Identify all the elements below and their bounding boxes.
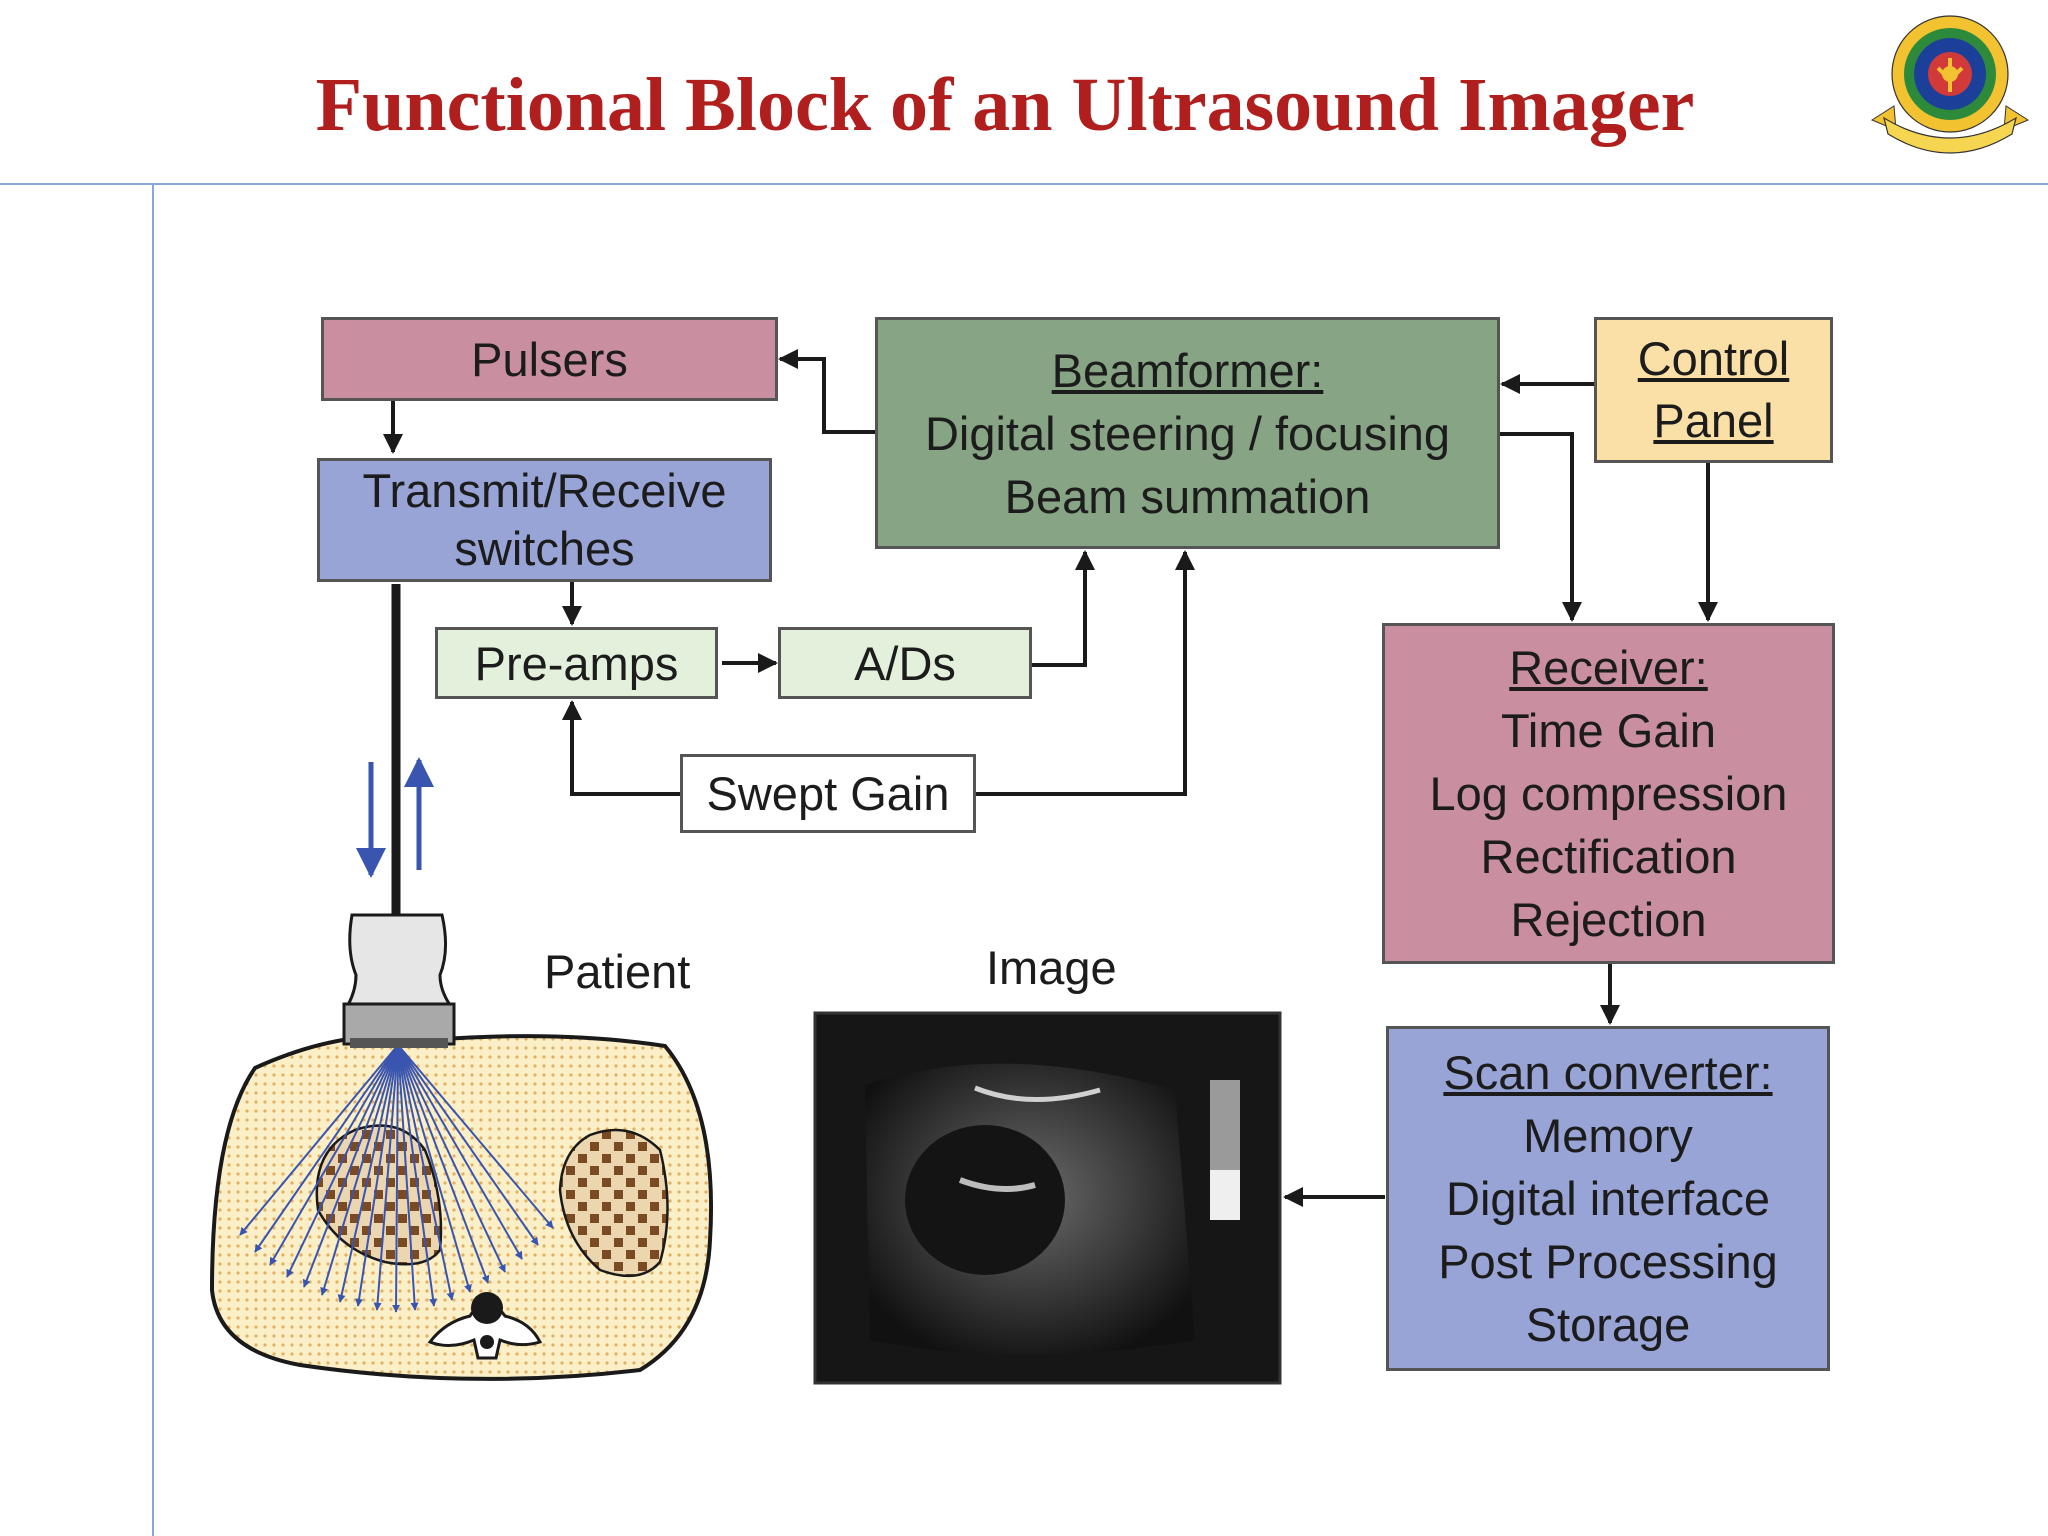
beam-fan	[239, 1044, 554, 1313]
transmit-receive-block: Transmit/Receive switches	[317, 458, 772, 582]
ads-block: A/Ds	[778, 627, 1032, 699]
scan-heading: Scan converter:	[1443, 1046, 1773, 1099]
receiver-line-2: Log compression	[1429, 767, 1788, 820]
slide-title: Functional Block of an Ultrasound Imager	[315, 63, 1695, 147]
receiver-heading: Receiver:	[1509, 641, 1708, 694]
preamps-label: Pre-amps	[474, 636, 679, 690]
organ-right	[558, 1128, 669, 1278]
scan-converter-block: Scan converter: Memory Digital interface…	[1386, 1026, 1830, 1371]
arrow-beamformer-to-pulsers	[778, 349, 877, 434]
ultrasound-image	[813, 1011, 1282, 1385]
scan-line-1: Memory	[1523, 1109, 1693, 1162]
receiver-line-1: Time Gain	[1500, 704, 1717, 757]
vertebra-icon	[427, 1292, 543, 1360]
receiver-block: Receiver: Time Gain Log compression Rect…	[1382, 623, 1835, 964]
control-panel-block: Control Panel	[1594, 317, 1833, 463]
transducer-probe-icon	[342, 913, 456, 1048]
arrow-beamformer-to-receiver	[1497, 432, 1582, 622]
control-line-1: Control	[1637, 332, 1790, 385]
receiver-line-4: Rejection	[1510, 893, 1707, 946]
header-divider	[0, 183, 2048, 185]
swept-gain-label: Swept Gain	[706, 767, 950, 820]
preamps-block: Pre-amps	[435, 627, 718, 699]
trx-line-1: Transmit/Receive	[362, 464, 727, 517]
left-margin-line	[152, 185, 154, 1536]
beamformer-heading: Beamformer:	[1051, 343, 1324, 397]
arrow-sweptgain-to-preamps	[562, 700, 682, 796]
swept-gain-block: Swept Gain	[680, 754, 976, 833]
mist-logo-icon	[1870, 15, 2030, 154]
image-label: Image	[986, 941, 1117, 994]
patient-label: Patient	[544, 945, 691, 998]
scan-line-2: Digital interface	[1446, 1172, 1770, 1225]
arrow-sweptgain-to-beamformer	[973, 550, 1195, 796]
arrow-ads-to-beamformer	[1032, 550, 1095, 667]
scan-line-3: Post Processing	[1438, 1235, 1778, 1288]
patient-body	[209, 1034, 714, 1381]
pulsers-label: Pulsers	[471, 332, 628, 386]
trx-line-2: switches	[454, 522, 635, 575]
control-line-2: Panel	[1653, 394, 1774, 447]
ads-label: A/Ds	[854, 636, 956, 690]
beamformer-block: Beamformer: Digital steering / focusing …	[875, 317, 1500, 549]
scan-line-4: Storage	[1525, 1298, 1691, 1351]
receiver-line-3: Rectification	[1480, 830, 1737, 883]
pulsers-block: Pulsers	[321, 317, 778, 401]
beamformer-line-2: Beam summation	[1004, 469, 1371, 523]
beamformer-line-1: Digital steering / focusing	[924, 406, 1451, 460]
